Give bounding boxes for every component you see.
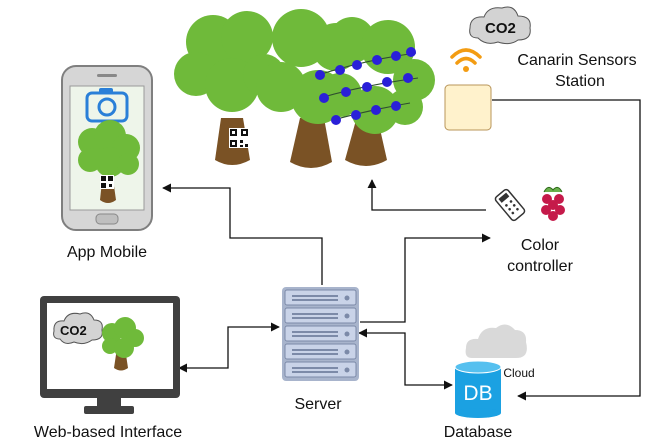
sensor-box-icon [444, 84, 492, 131]
co2-cloud-icon: CO2 [469, 6, 531, 45]
color-controller-label-line2: controller [507, 258, 573, 275]
edge-controller-to-trees [367, 179, 486, 211]
database-icon: DB [454, 360, 502, 418]
sensor-station-label-line1: Canarin Sensors [517, 52, 636, 69]
connectors [162, 99, 641, 401]
server-label: Server [294, 396, 342, 413]
database-label: Database [444, 424, 513, 441]
edge-server-to-controller [360, 233, 491, 323]
app-tree-icon [78, 120, 140, 203]
edge-sensor-to-db [492, 99, 641, 401]
server-rack-icon [282, 287, 359, 381]
edge-server-db-link [358, 328, 453, 390]
remote-control-icon [494, 188, 526, 222]
led-string-icon [315, 47, 419, 125]
db-icon-text: DB [463, 382, 492, 405]
app-mobile-label: App Mobile [67, 244, 147, 261]
web-co2-cloud-icon: CO2 [53, 312, 103, 345]
edge-web-server-link [178, 322, 280, 373]
web-tree-icon [102, 317, 144, 371]
monitor-icon [40, 296, 180, 414]
raspberry-pi-icon [541, 186, 565, 221]
cloud-label: Cloud [503, 366, 534, 380]
qr-code-icon [229, 128, 249, 148]
sensor-co2-text: CO2 [485, 20, 516, 37]
wifi-icon [450, 48, 482, 72]
edge-server-to-app [162, 183, 323, 285]
cloud-icon [465, 324, 527, 358]
trees-icon [174, 9, 435, 168]
web-interface-label: Web-based Interface [34, 424, 182, 441]
web-co2-text: CO2 [60, 323, 87, 338]
sensor-station-label-line2: Station [555, 73, 605, 90]
color-controller-label-line1: Color [521, 237, 560, 254]
